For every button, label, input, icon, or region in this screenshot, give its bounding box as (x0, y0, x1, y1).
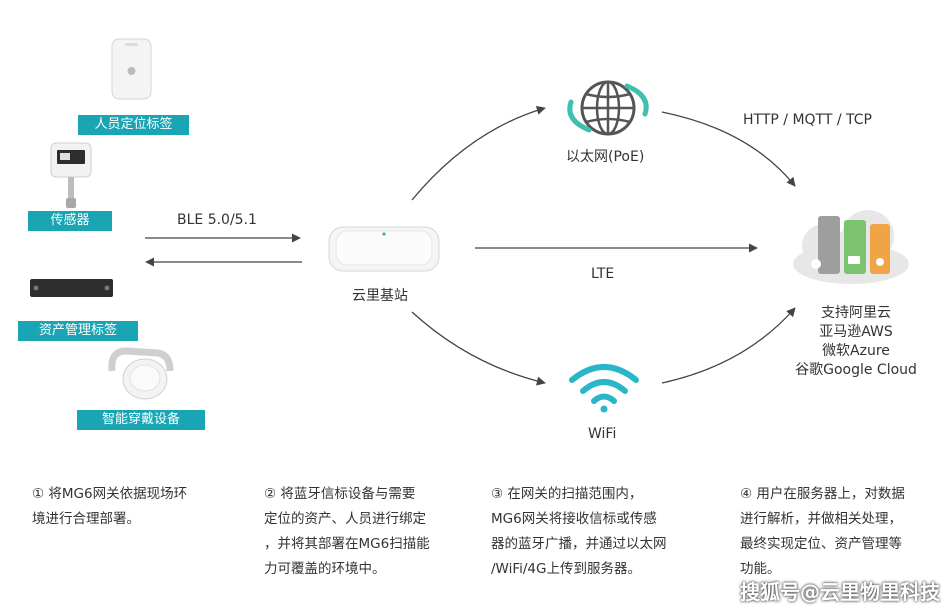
ethernet-globe-icon (563, 74, 653, 144)
step-line: ① 将MG6网关依据现场环 (32, 486, 188, 502)
step-line: ③ 在网关的扫描范围内， (491, 486, 643, 502)
asset-tag-label: 资产管理标签 (18, 321, 138, 341)
watermark: 搜狐号@云里物里科技 (740, 580, 940, 604)
step-3-caption: ③ 在网关的扫描范围内， MG6网关将接收信标或传感 器的蓝牙广播，并通过以太网… (491, 482, 706, 582)
ethernet-label: 以太网(PoE) (566, 149, 645, 165)
wearable-device-icon (108, 345, 174, 403)
cloud-support-text: 支持阿里云 亚马逊AWS 微软Azure 谷歌Google Cloud (766, 304, 946, 380)
step-line: ，并将其部署在MG6扫描能 (264, 536, 430, 552)
wifi-label: WiFi (588, 426, 617, 442)
step-line: 功能。 (740, 561, 781, 577)
step-4-caption: ④ 用户在服务器上，对数据 进行解析，并做相关处理， 最终实现定位、资产管理等 … (740, 482, 945, 582)
step-line: 最终实现定位、资产管理等 (740, 536, 902, 552)
cloud-line: 支持阿里云 (821, 305, 891, 321)
http-mqtt-tcp-label: HTTP / MQTT / TCP (743, 112, 872, 128)
step-line: 进行解析，并做相关处理， (740, 511, 902, 527)
step-line: 力可覆盖的环境中。 (264, 561, 386, 577)
wearable-label: 智能穿戴设备 (77, 410, 205, 430)
step-line: 器的蓝牙广播，并通过以太网 (491, 536, 667, 552)
gateway-to-ethernet-arrow (411, 105, 546, 201)
gateway-label: 云里基站 (352, 288, 408, 304)
sensor-device-icon (47, 142, 95, 210)
wifi-icon (566, 360, 642, 414)
step-line: ④ 用户在服务器上，对数据 (740, 486, 905, 502)
cloud-server-icon (788, 206, 914, 288)
step-line: ② 将蓝牙信标设备与需要 (264, 486, 416, 502)
step-line: MG6网关将接收信标或传感 (491, 511, 657, 527)
step-line: /WiFi/4G上传到服务器。 (491, 561, 641, 577)
step-2-caption: ② 将蓝牙信标设备与需要 定位的资产、人员进行绑定 ，并将其部署在MG6扫描能 … (264, 482, 464, 582)
gateway-device-icon (328, 224, 440, 274)
cloud-line: 谷歌Google Cloud (795, 362, 917, 378)
step-line: 境进行合理部署。 (32, 511, 140, 527)
ethernet-to-cloud-arrow (661, 111, 796, 187)
step-line: 定位的资产、人员进行绑定 (264, 511, 426, 527)
personnel-tag-label: 人员定位标签 (78, 115, 189, 135)
cloud-line: 微软Azure (822, 343, 890, 359)
sensor-label: 传感器 (28, 211, 112, 231)
personnel-tag-device-icon (111, 38, 152, 100)
wifi-to-cloud-arrow (661, 307, 796, 384)
cloud-line: 亚马逊AWS (819, 324, 893, 340)
asset-tag-device-icon (29, 277, 114, 299)
gateway-to-wifi-arrow (411, 311, 546, 386)
step-1-caption: ① 将MG6网关依据现场环 境进行合理部署。 (32, 482, 232, 532)
lte-label: LTE (591, 266, 615, 282)
ble-label: BLE 5.0/5.1 (177, 212, 257, 228)
